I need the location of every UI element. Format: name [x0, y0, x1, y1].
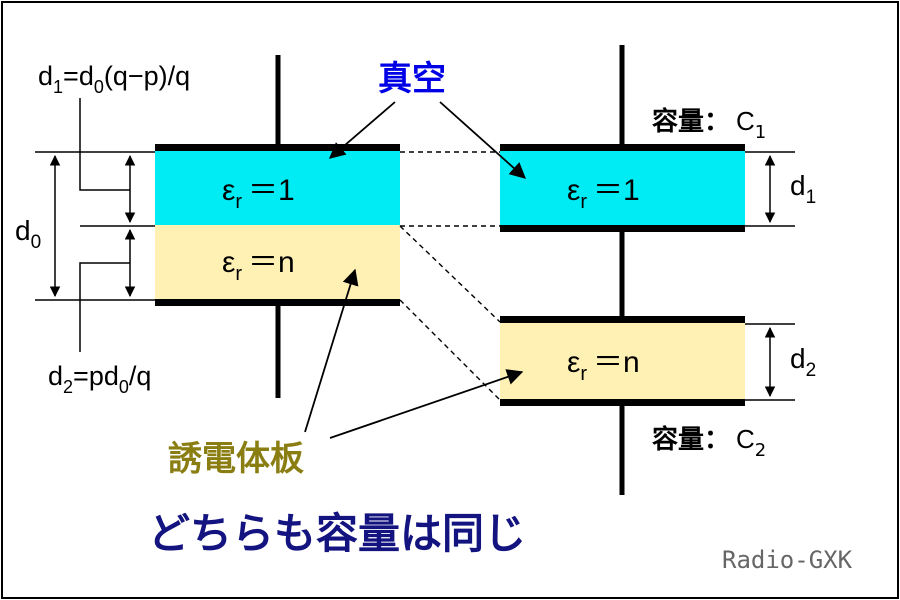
c2-eps-label: εr＝n: [567, 346, 640, 385]
left-eps-dielectric: εr＝n: [222, 246, 295, 285]
d2-leader: [79, 262, 130, 352]
left-bottom-plate: [155, 299, 400, 306]
d1-formula: d1=d0(q−p)/q: [38, 61, 190, 97]
c2-top-plate: [500, 316, 745, 323]
watermark: Radio-GXK: [722, 546, 853, 574]
right-capacitor-c1: εr＝1: [500, 45, 745, 232]
vacuum-arrow-right: [439, 101, 527, 179]
dielectric-plate-label: 誘電体板: [168, 439, 304, 479]
left-dimensions: [35, 98, 155, 352]
left-capacitor: εr＝1 εr＝n: [155, 55, 400, 398]
dielectric-arrow-left: [304, 268, 359, 433]
d2-formula: d2=pd0/q: [48, 361, 151, 397]
vacuum-label: 真空: [378, 59, 446, 99]
left-vacuum-layer: [155, 150, 400, 225]
left-eps-vacuum: εr＝1: [222, 174, 295, 213]
c1-bottom-plate: [500, 225, 745, 232]
c1-eps-label: εr＝1: [567, 174, 640, 213]
dielectric-arrow-right: [329, 369, 524, 439]
left-dielectric-layer: [155, 225, 400, 300]
left-top-plate: [155, 144, 400, 151]
c1-top-plate: [500, 144, 745, 151]
right-d1-label: d1: [790, 170, 816, 208]
d1-leader: [79, 98, 130, 191]
d0-label: d0: [15, 215, 41, 253]
right-capacitor-c2: εr＝n: [500, 316, 745, 495]
cap-c1-label: 容量：C1: [652, 106, 766, 143]
dashed-connectors: [399, 151, 501, 401]
cap-c2-label: 容量：C2: [652, 424, 766, 461]
c1-vacuum-layer: [500, 150, 745, 226]
c2-dielectric-layer: [500, 322, 745, 400]
vacuum-arrow-left: [328, 101, 396, 159]
right-d2-label: d2: [790, 343, 816, 381]
conclusion-text: どちらも容量は同じ: [148, 509, 526, 558]
c2-bottom-plate: [500, 399, 745, 406]
right-dimensions: [745, 151, 795, 401]
